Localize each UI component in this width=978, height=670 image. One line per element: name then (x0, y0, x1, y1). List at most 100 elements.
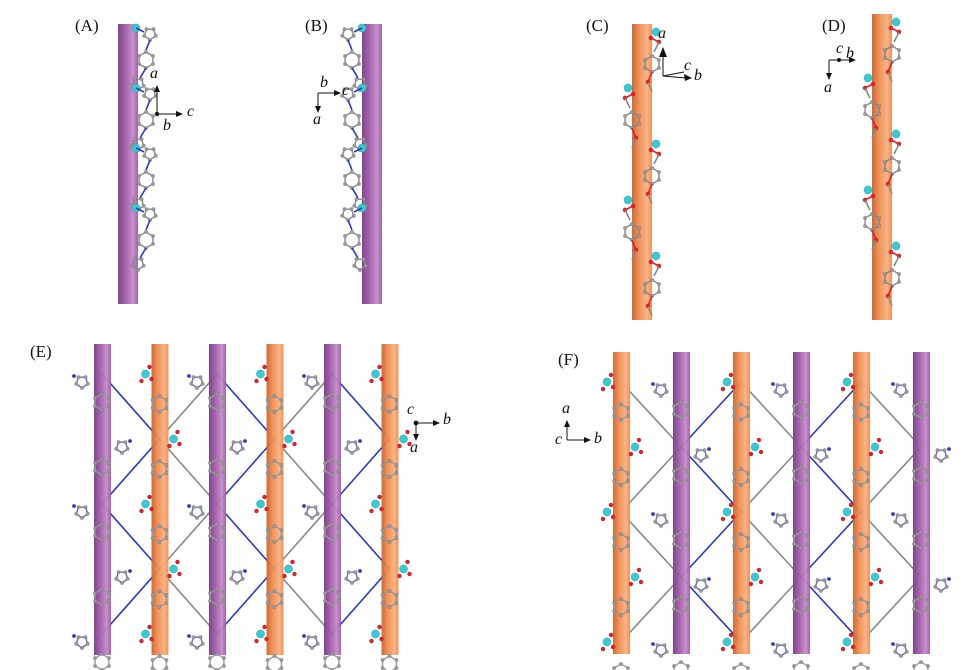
panel-label-b: (B) (305, 16, 328, 35)
metal-atom (842, 377, 852, 387)
purple-rod (673, 352, 690, 654)
oxygen-atom (850, 514, 856, 520)
oxygen-atom (638, 579, 644, 585)
axis-label-a-right: c (187, 103, 195, 120)
oxygen-atom (876, 437, 882, 443)
oxygen-atom (264, 636, 269, 642)
oxygen-atom (758, 449, 764, 455)
oxygen-atom (840, 386, 846, 392)
nitrogen-atom (650, 511, 655, 516)
nitrogen-atom (71, 503, 76, 508)
oxygen-atom (728, 502, 734, 508)
oxygen-atom (149, 506, 154, 512)
nitrogen-atom (302, 374, 307, 379)
oxygen-atom (840, 646, 846, 652)
oxygen-atom (282, 573, 287, 579)
oxygen-atom (876, 567, 882, 573)
oxygen-atom (730, 384, 736, 390)
orange-rod (613, 352, 630, 654)
oxygen-atom (177, 441, 182, 447)
metal-atom (750, 572, 760, 582)
axis-arrows-f (564, 420, 591, 443)
oxygen-atom (254, 378, 259, 384)
axis-label-b-down: a (313, 111, 321, 128)
axis-label-c-right1: c (684, 57, 692, 74)
nitrogen-atom (891, 511, 896, 516)
purple-rod (209, 344, 226, 655)
orange-rod (151, 344, 169, 655)
metal-atom (371, 629, 380, 639)
nitrogen-atom (891, 642, 896, 647)
metal-atom (630, 442, 640, 452)
oxygen-atom (177, 571, 182, 577)
metal-atom (284, 564, 293, 574)
oxygen-atom (407, 441, 412, 447)
metal-atom (169, 564, 178, 574)
oxygen-atom (756, 567, 762, 573)
nitrogen-atom (770, 642, 775, 647)
oxygen-atom (139, 508, 144, 514)
oxygen-atom (397, 573, 402, 579)
orange-rod (632, 24, 652, 320)
oxygen-atom (282, 443, 287, 449)
purple-rod (94, 344, 111, 655)
axis-label-d-right1: c (836, 40, 844, 57)
oxygen-atom (600, 646, 606, 652)
nitrogen-atom (947, 576, 952, 581)
nitrogen-atom (302, 503, 307, 508)
purple-rod (362, 24, 382, 304)
nitrogen-atom (186, 634, 191, 639)
nitrogen-atom (650, 382, 655, 387)
metal-atom (371, 499, 380, 509)
oxygen-atom (254, 508, 259, 514)
metal-atom (891, 241, 901, 251)
oxygen-atom (850, 384, 856, 390)
oxygen-atom (600, 516, 606, 522)
metal-atom (651, 251, 661, 261)
metal-atom (842, 637, 852, 647)
metal-atom (651, 27, 661, 37)
nitrogen-atom (827, 576, 832, 581)
metal-atom (722, 637, 732, 647)
axis-label-b-right: c (342, 82, 350, 99)
oxygen-atom (262, 624, 267, 630)
oxygen-atom (868, 451, 874, 457)
oxygen-atom (638, 449, 644, 455)
metal-atom (602, 507, 612, 517)
oxygen-atom (628, 451, 634, 457)
orange-rod (872, 14, 892, 320)
oxygen-atom (405, 429, 410, 435)
rod-chain-c (622, 24, 662, 320)
nitrogen-atom (358, 568, 363, 573)
panel-label-d: (D) (822, 16, 846, 35)
axis-arrows-a (154, 85, 183, 117)
oxygen-atom (405, 559, 410, 565)
axis-label-f-dot: c (555, 431, 563, 448)
oxygen-atom (730, 514, 736, 520)
oxygen-atom (147, 494, 152, 500)
purple-rod (324, 344, 341, 655)
panel-f: (F) a c b (550, 330, 978, 670)
metal-atom (256, 629, 265, 639)
axis-arrows-c (659, 47, 692, 81)
axis-label-f-up: a (562, 400, 570, 417)
nitrogen-atom (706, 446, 711, 451)
framework-f (600, 352, 952, 670)
oxygen-atom (379, 636, 384, 642)
oxygen-atom (167, 573, 172, 579)
panel-label-a: (A) (75, 16, 99, 35)
metal-atom (623, 83, 633, 93)
oxygen-atom (262, 494, 267, 500)
axis-arrows-e (413, 420, 440, 441)
nitrogen-atom (71, 634, 76, 639)
oxygen-atom (369, 378, 374, 384)
metal-atom (623, 195, 633, 205)
nitrogen-atom (827, 446, 832, 451)
oxygen-atom (167, 443, 172, 449)
oxygen-atom (728, 632, 734, 638)
metal-atom (750, 442, 760, 452)
panel-b: (B) b c a (0, 0, 420, 320)
oxygen-atom (720, 646, 726, 652)
oxygen-atom (848, 502, 854, 508)
axis-label-c-up: a (658, 25, 666, 42)
